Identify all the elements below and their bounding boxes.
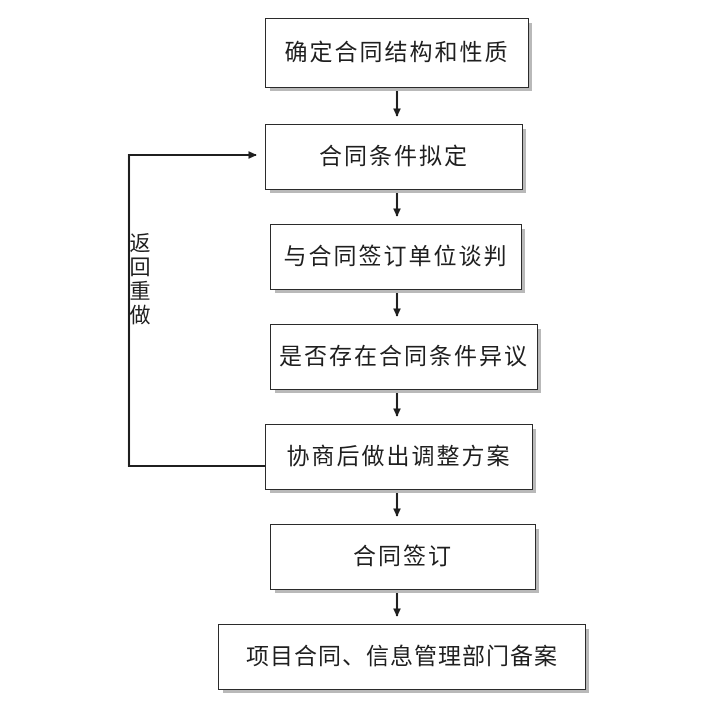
node-确定合同结构和性质[interactable]: 确定合同结构和性质 — [265, 18, 529, 88]
node-合同条件拟定[interactable]: 合同条件拟定 — [265, 124, 523, 190]
node-label: 项目合同、信息管理部门备案 — [246, 644, 558, 670]
node-label: 合同签订 — [353, 544, 453, 570]
node-与合同签订单位谈判[interactable]: 与合同签订单位谈判 — [270, 224, 522, 290]
node-合同签订[interactable]: 合同签订 — [270, 524, 536, 590]
feedback-loop-label: 返回重做 — [127, 232, 151, 328]
node-项目合同信息管理部门备案[interactable]: 项目合同、信息管理部门备案 — [218, 624, 586, 690]
node-是否存在合同条件异议[interactable]: 是否存在合同条件异议 — [270, 324, 538, 390]
node-label: 协商后做出调整方案 — [286, 444, 512, 470]
node-label: 与合同签订单位谈判 — [283, 244, 509, 270]
node-label: 合同条件拟定 — [319, 144, 469, 170]
node-label: 是否存在合同条件异议 — [279, 344, 529, 370]
node-label: 确定合同结构和性质 — [284, 40, 510, 66]
node-协商后做出调整方案[interactable]: 协商后做出调整方案 — [265, 424, 533, 490]
